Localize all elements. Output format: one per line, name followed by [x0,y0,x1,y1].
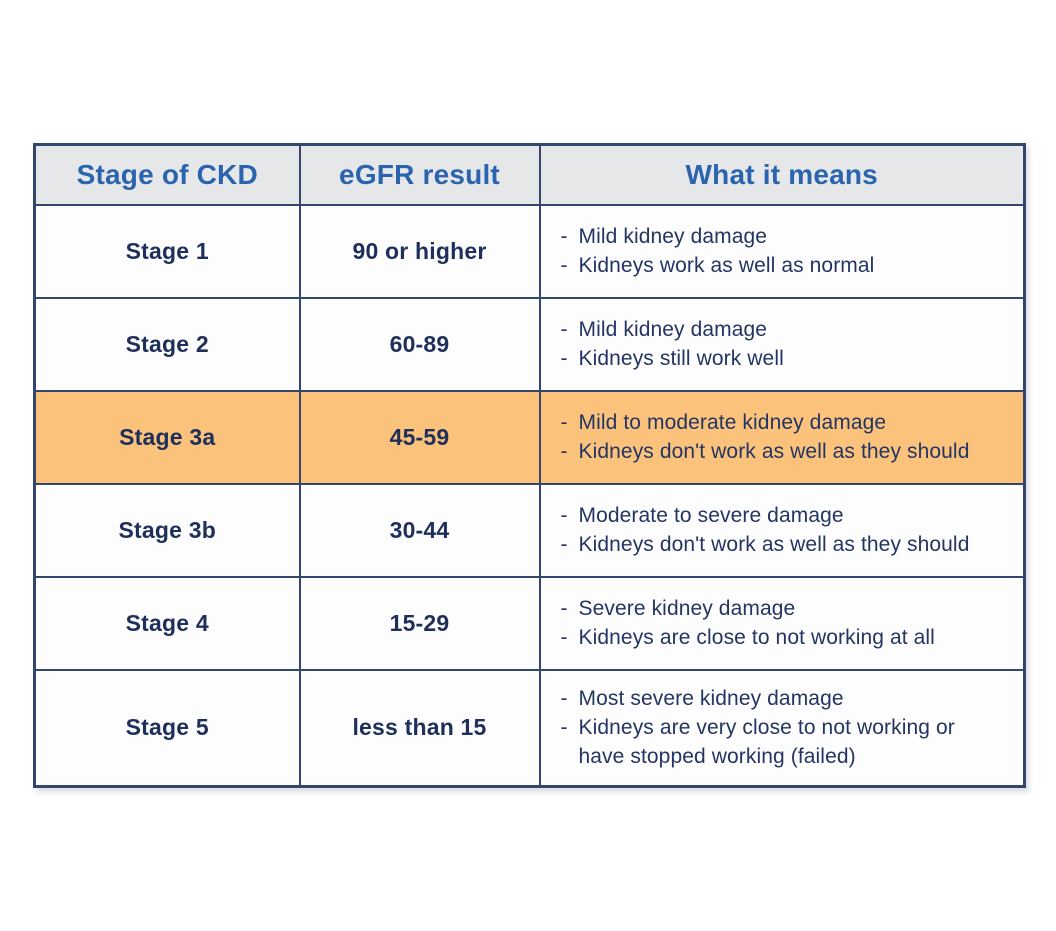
egfr-cell: 45-59 [298,389,541,485]
table-row-stage-3a: Stage 3a 45-59 - Mild to moderate kidney… [33,389,1026,485]
bullet-text: Moderate to severe damage [578,504,844,527]
egfr-cell: 60-89 [298,296,541,392]
bullet-item: - Kidneys don't work as well as they sho… [559,437,1016,466]
meaning-cell: - Moderate to severe damage - Kidneys do… [538,482,1026,578]
bullet-item: - Most severe kidney damage [559,684,1016,713]
bullet-dash: - [560,504,568,527]
meaning-cell: - Mild kidney damage - Kidneys work as w… [538,203,1026,299]
table-row-stage-2: Stage 2 60-89 - Mild kidney damage - Kid… [33,296,1026,392]
bullet-dash: - [560,440,568,463]
table-header: Stage of CKD eGFR result What it means [33,143,1026,206]
column-header-meaning: What it means [538,143,1026,206]
bullet-dash: - [560,411,568,434]
bullet-item: - Kidneys work as well as normal [559,251,1016,280]
bullet-item: - Kidneys don't work as well as they sho… [559,530,1016,559]
bullet-dash: - [560,626,568,649]
meaning-cell: - Mild to moderate kidney damage - Kidne… [538,389,1026,485]
egfr-cell: less than 15 [298,668,541,788]
egfr-cell: 15-29 [298,575,541,671]
bullet-dash: - [560,225,568,248]
bullet-item: - Kidneys still work well [559,344,1016,373]
stage-cell: Stage 3a [33,389,301,485]
bullet-item: - Mild to moderate kidney damage [559,408,1016,437]
bullet-dash: - [560,687,568,711]
column-header-egfr: eGFR result [298,143,541,206]
column-header-stage: Stage of CKD [33,143,301,206]
ckd-stages-table: Stage of CKD eGFR result What it means S… [33,143,1026,788]
bullet-text: Kidneys don't work as well as they shoul… [578,533,970,556]
bullet-item: - Mild kidney damage [559,222,1016,251]
egfr-cell: 30-44 [298,482,541,578]
bullet-dash: - [560,597,568,620]
table-row-stage-4: Stage 4 15-29 - Severe kidney damage - K… [33,575,1026,671]
stage-cell: Stage 1 [33,203,301,299]
bullet-dash: - [560,254,568,277]
bullet-text: Most severe kidney damage [578,687,844,711]
bullet-text: Mild to moderate kidney damage [578,411,887,434]
egfr-cell: 90 or higher [298,203,541,299]
bullet-item: - Moderate to severe damage [559,501,1016,530]
stage-cell: Stage 3b [33,482,301,578]
stage-cell: Stage 5 [33,668,301,788]
meaning-cell: - Severe kidney damage - Kidneys are clo… [538,575,1026,671]
table-row-stage-3b: Stage 3b 30-44 - Moderate to severe dama… [33,482,1026,578]
bullet-dash: - [560,533,568,556]
bullet-dash: - [560,347,568,370]
meaning-cell: - Most severe kidney damage - Kidneys ar… [538,668,1026,788]
bullet-item: - Kidneys are close to not working at al… [559,623,1016,652]
stage-cell: Stage 4 [33,575,301,671]
table-row-stage-1: Stage 1 90 or higher - Mild kidney damag… [33,203,1026,299]
bullet-text: Mild kidney damage [578,318,768,341]
bullet-text: Kidneys are very close to not working or… [578,716,955,769]
bullet-dash: - [560,716,568,740]
bullet-item: - Severe kidney damage [559,594,1016,623]
bullet-text: Kidneys still work well [578,347,784,370]
bullet-dash: - [560,318,568,341]
bullet-text: Kidneys work as well as normal [578,254,875,277]
bullet-item: - Kidneys are very close to not working … [559,713,1016,771]
bullet-item: - Mild kidney damage [559,315,1016,344]
bullet-text: Kidneys don't work as well as they shoul… [578,440,970,463]
bullet-text: Kidneys are close to not working at all [578,626,935,649]
bullet-text: Mild kidney damage [578,225,768,248]
table-row-stage-5: Stage 5 less than 15 - Most severe kidne… [33,668,1026,788]
stage-cell: Stage 2 [33,296,301,392]
meaning-cell: - Mild kidney damage - Kidneys still wor… [538,296,1026,392]
bullet-text: Severe kidney damage [578,597,796,620]
